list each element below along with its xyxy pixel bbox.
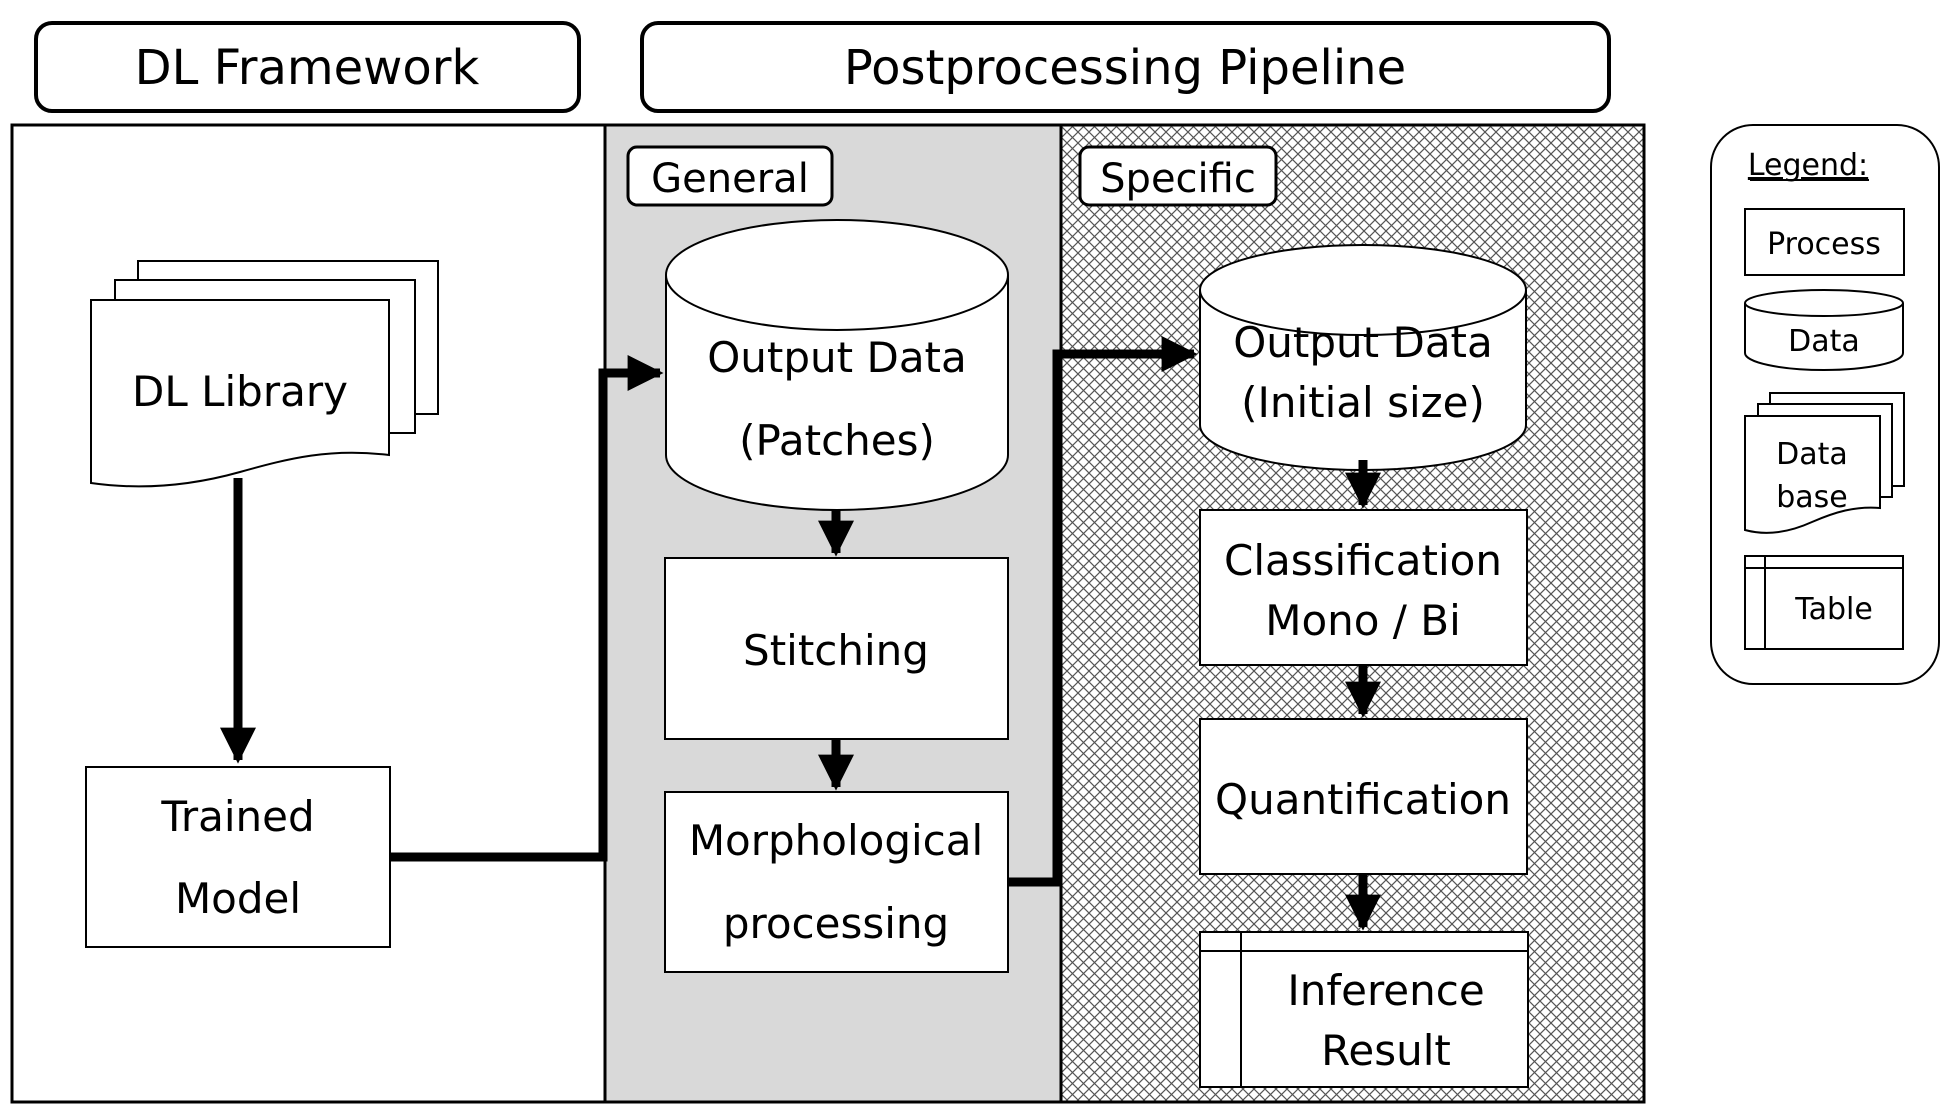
svg-text:DL Library: DL Library (132, 367, 348, 416)
svg-text:Quantification: Quantification (1215, 775, 1511, 824)
svg-text:Output Data: Output Data (707, 333, 967, 382)
svg-text:(Patches): (Patches) (739, 416, 935, 465)
svg-text:Trained: Trained (160, 792, 314, 841)
node-morphological-processing: Morphological processing (664, 791, 1009, 973)
legend-database: Data base (1744, 392, 1905, 534)
header-postprocessing-pipeline: Postprocessing Pipeline (640, 21, 1611, 113)
svg-text:Inference: Inference (1287, 966, 1484, 1015)
svg-text:General: General (651, 156, 809, 202)
arrow-morphological-to-initial (1008, 336, 1198, 887)
node-output-data-patches: Output Data (Patches) (665, 219, 1009, 511)
svg-text:Result: Result (1321, 1026, 1451, 1075)
svg-text:Process: Process (1767, 227, 1881, 262)
connectors (220, 336, 1381, 931)
svg-text:Specific: Specific (1100, 156, 1256, 202)
section-label-specific: Specific (1078, 145, 1278, 207)
node-stitching: Stitching (664, 557, 1009, 740)
svg-text:Stitching: Stitching (743, 626, 929, 675)
header-pipeline-label: Postprocessing Pipeline (844, 40, 1406, 96)
section-label-general: General (626, 145, 834, 207)
node-output-data-initial: Output Data (Initial size) (1199, 244, 1527, 471)
svg-text:Data: Data (1788, 324, 1860, 359)
node-classification: Classification Mono / Bi (1199, 509, 1528, 666)
node-dl-library: DL Library (90, 260, 439, 488)
header-dl-framework-label: DL Framework (135, 40, 480, 96)
svg-text:Table: Table (1794, 592, 1873, 627)
node-quantification: Quantification (1199, 718, 1528, 875)
legend-title: Legend: (1748, 148, 1868, 183)
header-dl-framework: DL Framework (34, 21, 581, 113)
legend-data: Data (1744, 289, 1904, 371)
svg-text:base: base (1776, 480, 1848, 515)
svg-text:Classification: Classification (1224, 536, 1502, 585)
svg-text:processing: processing (723, 899, 949, 948)
svg-text:Model: Model (175, 874, 301, 923)
svg-text:(Initial size): (Initial size) (1241, 378, 1485, 427)
legend-process: Process (1744, 208, 1905, 276)
legend-table: Table (1744, 555, 1904, 650)
node-trained-model: Trained Model (85, 766, 391, 948)
legend: Legend: Process Data Data base Table (1710, 124, 1940, 685)
svg-text:Data: Data (1776, 437, 1848, 472)
svg-text:Mono / Bi: Mono / Bi (1265, 596, 1461, 645)
node-inference-result: Inference Result (1199, 931, 1529, 1088)
svg-text:Morphological: Morphological (689, 816, 983, 865)
svg-text:Output Data: Output Data (1233, 318, 1493, 367)
arrow-model-to-patches (390, 355, 664, 862)
